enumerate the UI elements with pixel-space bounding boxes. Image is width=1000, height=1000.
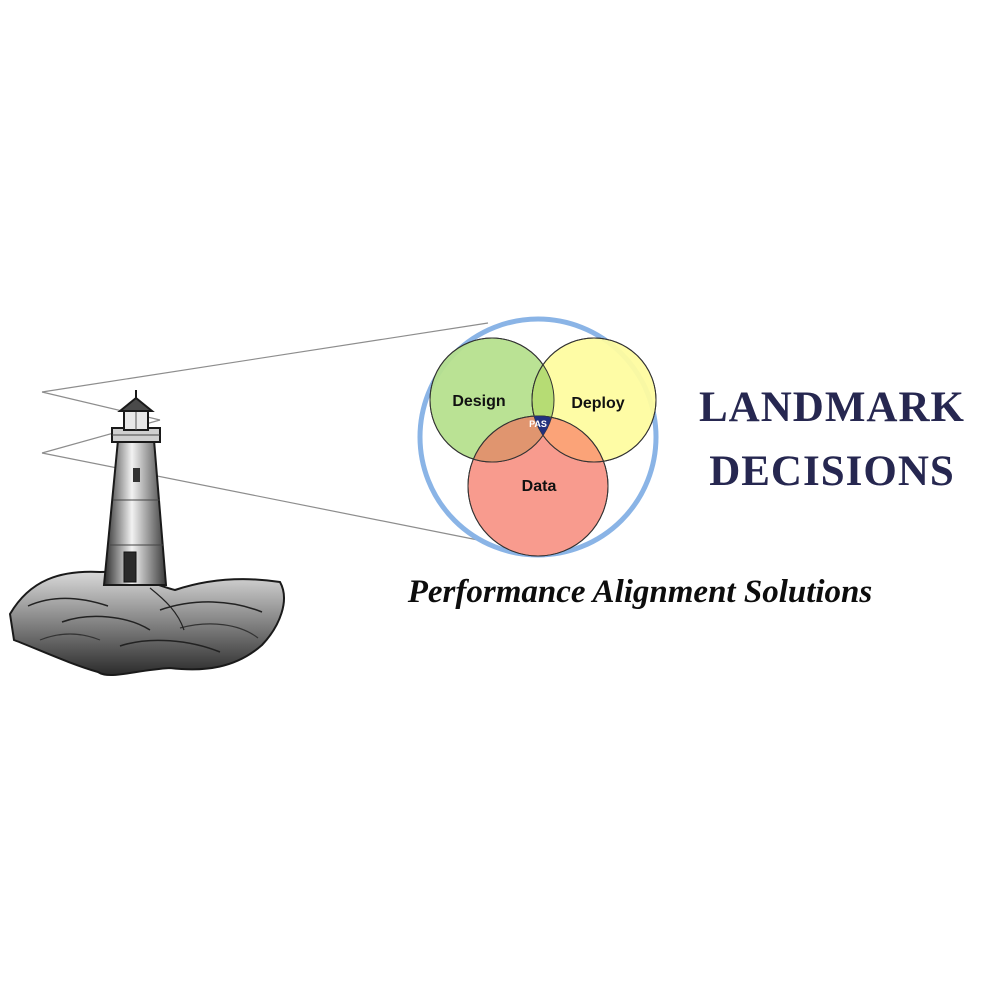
venn-diagram: Design Deploy Data PAS xyxy=(417,316,659,558)
brand-name-line-1: LANDMARK xyxy=(699,384,965,431)
design-label: Design xyxy=(452,393,505,410)
pas-label: PAS xyxy=(529,419,547,429)
deploy-label: Deploy xyxy=(571,395,624,412)
data-label: Data xyxy=(522,478,557,495)
tagline: Performance Alignment Solutions xyxy=(407,574,873,610)
rocks-illustration xyxy=(8,570,285,676)
lighthouse-icon xyxy=(8,390,285,676)
brand-name-line-2: DECISIONS xyxy=(709,448,955,495)
